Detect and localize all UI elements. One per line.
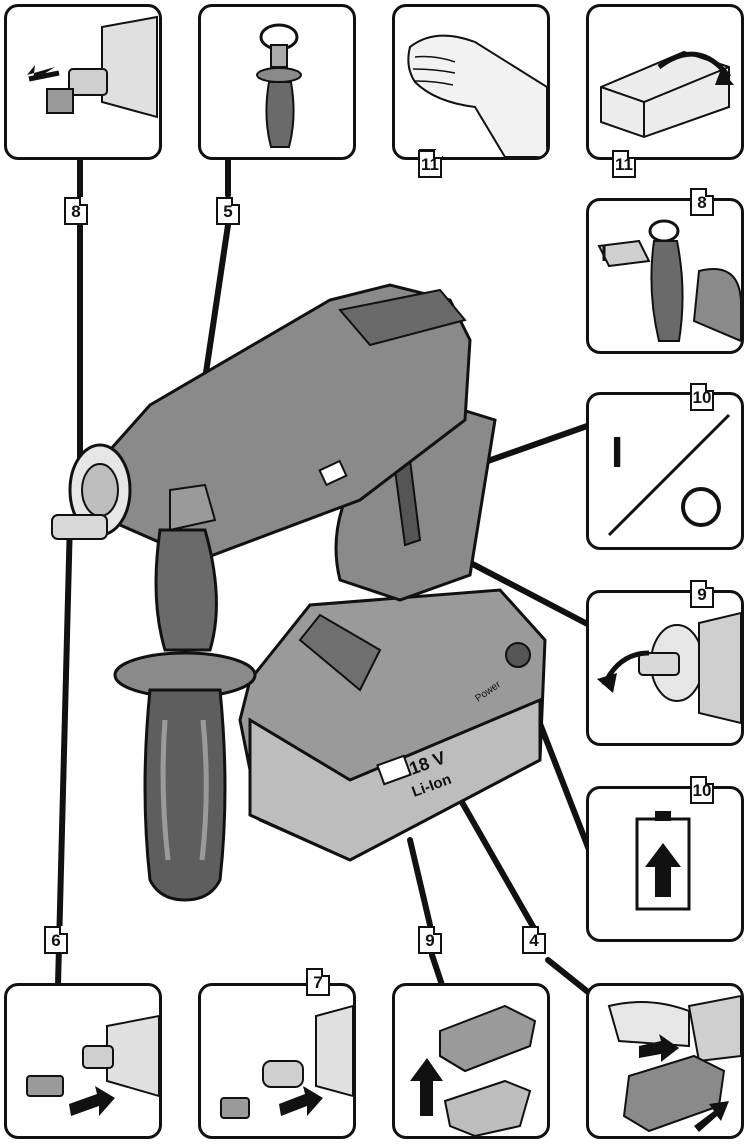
panel-battery-remove	[586, 983, 744, 1139]
attach-adapter-drawing	[220, 1004, 353, 1119]
panel-hex-key	[586, 198, 744, 354]
battery-pack: 18 V Li-Ion Power	[238, 588, 547, 862]
panel-packaging	[586, 4, 744, 160]
remove-chuck-drawing	[27, 15, 158, 119]
up-arrow-icon	[645, 843, 681, 897]
panel-attach-adapter	[198, 983, 356, 1139]
battery-remove-drawing	[607, 994, 741, 1133]
handle-clamp-drawing	[256, 23, 302, 148]
battery-insert-drawing	[410, 1004, 537, 1136]
panel-rotate-chuck	[586, 590, 744, 746]
panel-remove-chuck: 8	[4, 4, 162, 160]
panel-battery-insert	[392, 983, 550, 1139]
tag-battery-indicator: 10	[690, 776, 714, 804]
rotate-chuck-drawing	[597, 611, 741, 725]
tag-switch: 10	[690, 383, 714, 411]
tag-11-hand: 11	[418, 150, 442, 178]
left-arrow-icon	[639, 1034, 679, 1062]
panel-hand-care: 11	[392, 4, 550, 160]
drill-chuck	[51, 443, 132, 540]
open-arrow-icon	[657, 51, 731, 79]
off-symbol-icon	[681, 487, 721, 527]
tag-hex-key: 8	[690, 188, 714, 216]
down-arrow-icon	[694, 1101, 729, 1132]
panel-attach-coupling	[4, 983, 162, 1139]
on-off-symbol: I	[607, 413, 731, 537]
battery-charge-symbol	[635, 811, 691, 911]
panel-battery-indicator	[586, 786, 744, 942]
panel-handle-clamp	[198, 4, 356, 160]
hand-drawing	[407, 34, 547, 157]
drill-grip	[334, 398, 497, 602]
tag-7-main: 7	[306, 968, 330, 996]
packaging-drawing	[600, 50, 734, 139]
on-symbol-text: I	[611, 428, 623, 477]
attach-coupling-drawing	[26, 1014, 159, 1116]
push-arrow-icon-2	[279, 1086, 323, 1116]
side-handle	[113, 483, 257, 902]
hex-key-drawing	[597, 219, 741, 343]
tag-11-pack: 11	[612, 150, 636, 178]
up-arrow-icon-2	[410, 1058, 443, 1116]
panel-switch-on-off: I	[586, 392, 744, 550]
tag-9-main: 9	[418, 926, 442, 954]
tag-8-main: 8	[64, 197, 88, 225]
push-arrow-icon	[69, 1086, 115, 1116]
tag-rotate-chuck: 9	[690, 580, 714, 608]
tag-4-main: 4	[522, 926, 546, 954]
tag-5-main: 5	[216, 197, 240, 225]
tag-6-main: 6	[44, 926, 68, 954]
